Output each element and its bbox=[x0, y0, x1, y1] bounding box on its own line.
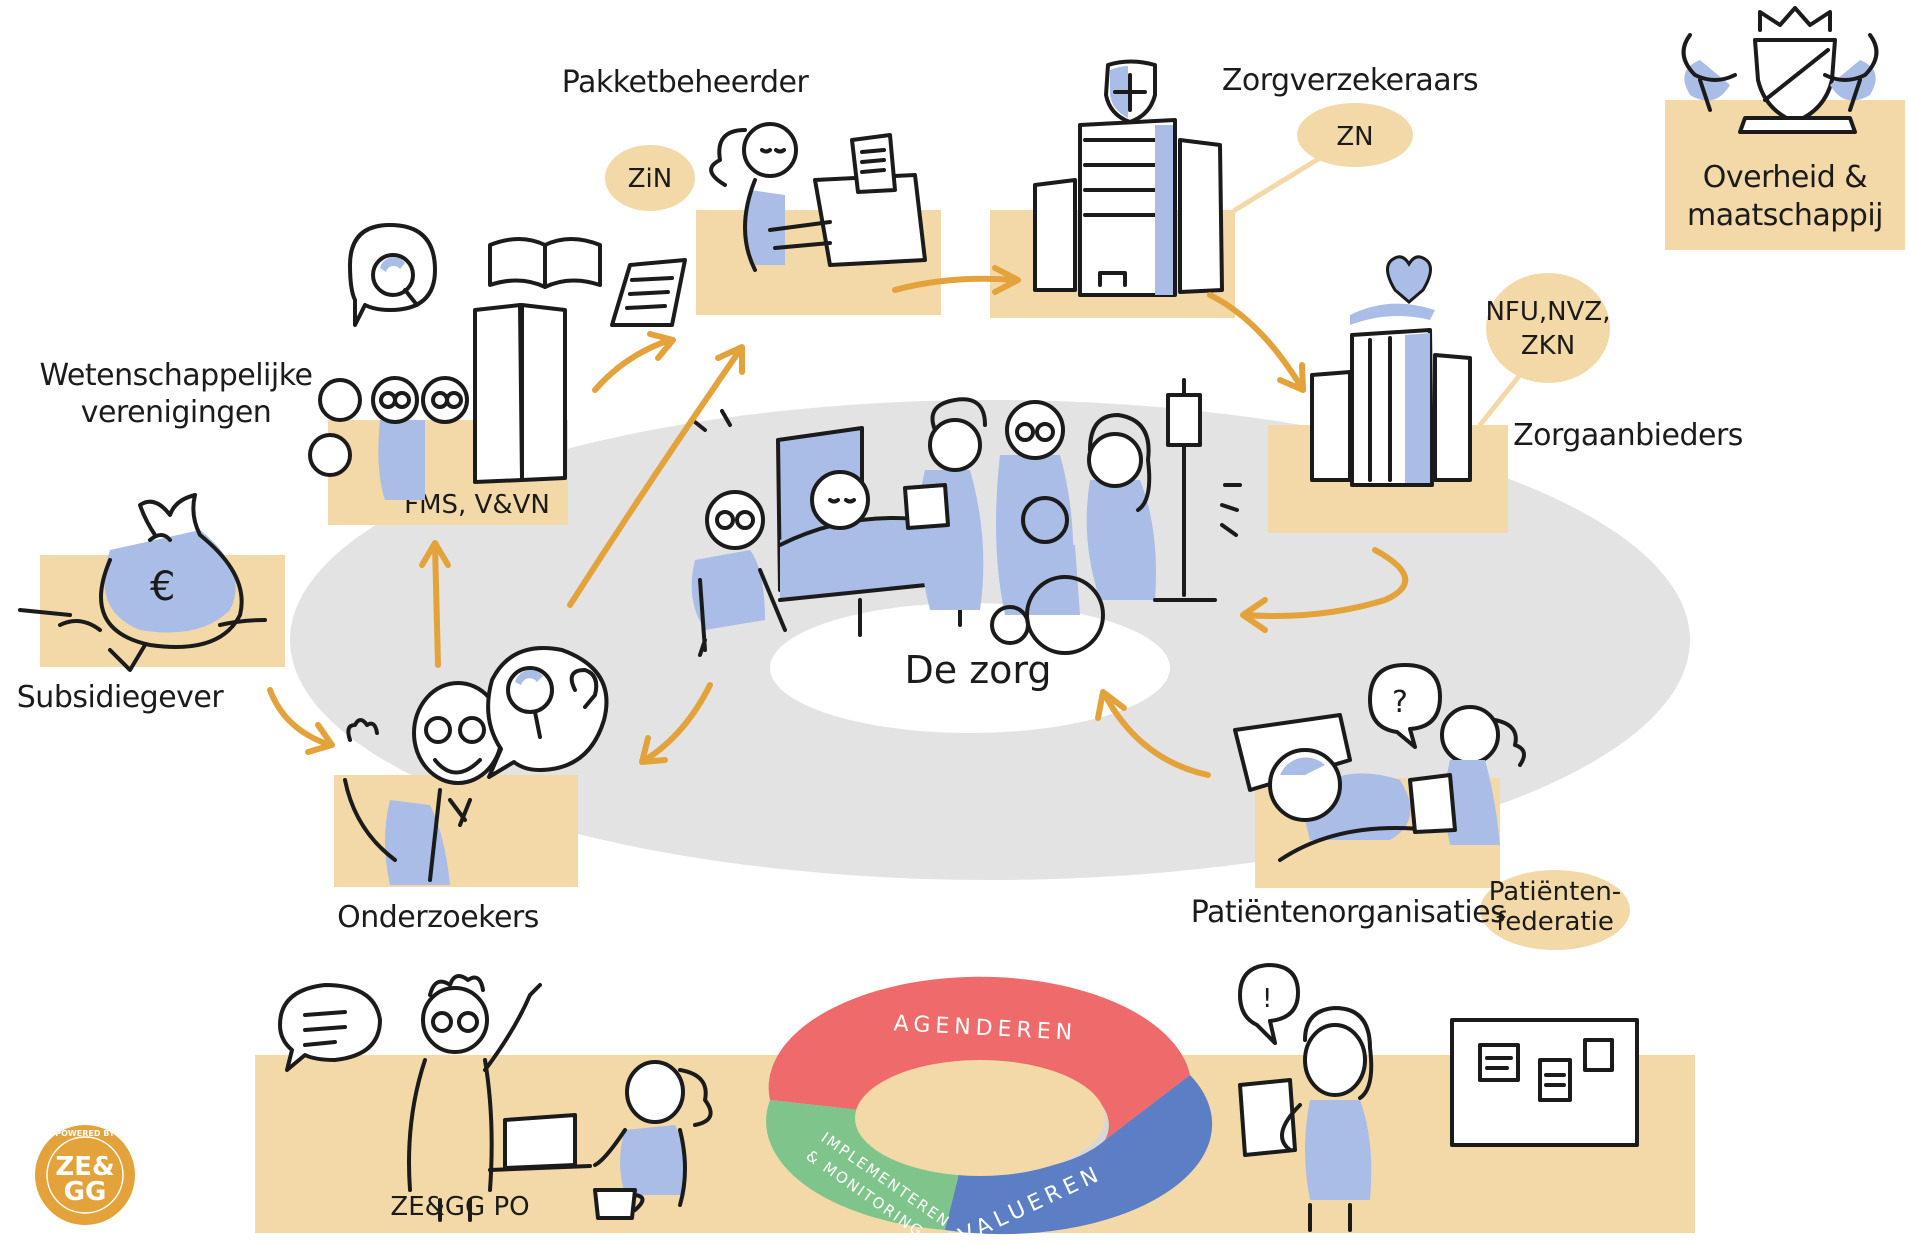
shield-cross-icon bbox=[1104, 59, 1157, 124]
euro-sign: € bbox=[150, 564, 175, 610]
zn-bubble bbox=[1297, 103, 1413, 167]
onderzoekers-group: Onderzoekers bbox=[334, 646, 609, 935]
magnifier-bulb-icon bbox=[486, 646, 609, 779]
nfu-label-line2: ZKN bbox=[1521, 331, 1575, 361]
wetenschappelijke-label-line2: verenigingen bbox=[81, 395, 272, 430]
waving-person-icon bbox=[407, 974, 542, 1222]
cycle-segment-evalueren bbox=[945, 1075, 1213, 1235]
hospital-buildings-icon bbox=[1310, 303, 1472, 487]
document-icon bbox=[610, 258, 687, 327]
fms-label: FMS, V&VN bbox=[404, 490, 550, 520]
scientists-icon bbox=[308, 303, 567, 500]
team-label: ZE&GG PO bbox=[390, 1192, 529, 1222]
cycle-segment-implementeren bbox=[766, 1100, 960, 1230]
wetenschappelijke-group: Wetenschappelijke verenigingen FMS, V&VN bbox=[40, 223, 602, 525]
insurer-buildings-icon bbox=[1033, 118, 1224, 297]
speech-bubble-icon bbox=[278, 983, 382, 1072]
subsidiegever-group: € Subsidiegever bbox=[17, 493, 285, 715]
flow-arrows bbox=[267, 265, 1409, 778]
overheid-group: Overheid & maatschappij bbox=[1665, 6, 1905, 250]
logo-line1: ZE& bbox=[55, 1152, 114, 1182]
subsidiegever-label: Subsidiegever bbox=[17, 680, 225, 715]
logo-line2: GG bbox=[64, 1177, 107, 1207]
heart-icon bbox=[1386, 255, 1432, 304]
pakketbeheerder-label: Pakketbeheerder bbox=[562, 65, 810, 100]
person-with-box-icon bbox=[709, 122, 927, 272]
magnifier-icon bbox=[348, 223, 437, 327]
zorgaanbieders-group: NFU,NVZ, ZKN Zorgaanbieders bbox=[1268, 255, 1743, 533]
pinboard-icon bbox=[1450, 1018, 1639, 1147]
overheid-label-line1: Overheid & bbox=[1703, 160, 1868, 195]
zorgverzekeraars-group: Zorgverzekeraars ZN bbox=[990, 59, 1479, 318]
cycle-segment-agenderen bbox=[768, 976, 1190, 1140]
patientenorganisaties-group: Patiënten- federatie Patiëntenorganisati… bbox=[1191, 663, 1630, 950]
zegg-logo: ZE& GG POWERED BY bbox=[35, 1125, 135, 1225]
question-mark-icon: ? bbox=[1368, 663, 1442, 749]
zin-bubble bbox=[605, 145, 695, 211]
bottom-band: ZE&GG PO AGENDEREN IMPLEMENTEREN & MONIT… bbox=[255, 963, 1695, 1245]
patientenfederatie-bubble bbox=[1480, 870, 1630, 950]
presenting-person-icon bbox=[1238, 1006, 1374, 1232]
money-bag-icon: € bbox=[18, 493, 267, 672]
book-icon bbox=[488, 237, 602, 289]
zin-label: ZiN bbox=[628, 164, 672, 194]
crown-shield-icon bbox=[1681, 6, 1879, 134]
patient-bed-icon bbox=[1233, 705, 1526, 862]
zorgverzekeraars-label: Zorgverzekeraars bbox=[1222, 63, 1478, 98]
pakketbeheerder-group: Pakketbeheerder ZiN bbox=[562, 65, 941, 315]
care-center-ellipse bbox=[770, 603, 1170, 733]
overheid-label-line2: maatschappij bbox=[1687, 198, 1883, 233]
patientenfederatie-label-line1: Patiënten- bbox=[1489, 877, 1621, 907]
svg-text:?: ? bbox=[1392, 685, 1408, 720]
nfu-bubble bbox=[1486, 273, 1610, 383]
laptop-icon bbox=[488, 1113, 592, 1172]
exclamation-icon: ! bbox=[1238, 963, 1300, 1045]
working-person-icon bbox=[593, 1060, 713, 1207]
onderzoekers-label: Onderzoekers bbox=[337, 900, 539, 935]
zorgaanbieders-label: Zorgaanbieders bbox=[1513, 418, 1743, 453]
logo-ring-text: POWERED BY bbox=[55, 1129, 115, 1138]
patientenfederatie-label-line2: federatie bbox=[1496, 907, 1614, 937]
wetenschappelijke-label-line1: Wetenschappelijke bbox=[40, 358, 313, 393]
patientenorganisaties-label: Patiëntenorganisaties bbox=[1191, 895, 1506, 930]
center-label: De zorg bbox=[905, 648, 1052, 692]
coffee-cup-icon bbox=[593, 1188, 645, 1220]
cycle-ring: AGENDEREN IMPLEMENTEREN & MONITORING EVA… bbox=[766, 976, 1213, 1245]
care-scene: De zorg bbox=[691, 378, 1242, 692]
svg-text:!: ! bbox=[1262, 984, 1272, 1014]
zn-label: ZN bbox=[1336, 122, 1373, 152]
nfu-label-line1: NFU,NVZ, bbox=[1485, 297, 1610, 327]
